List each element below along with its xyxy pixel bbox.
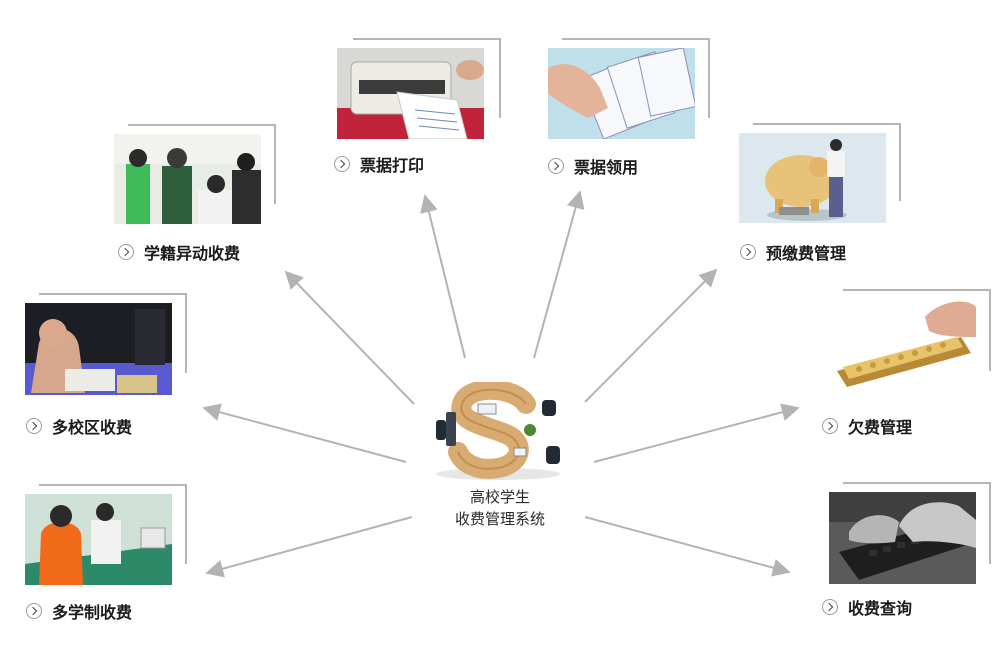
classroom-photo [25,303,172,395]
node-text-prepay: 预缴费管理 [766,244,847,263]
node-label-arrears[interactable]: 欠费管理 [822,414,912,438]
arrow-prepay [584,268,718,403]
arrow-query [584,516,791,577]
chevron-right-icon [26,603,42,619]
chevron-right-icon [334,156,350,172]
printer-photo [337,48,484,139]
arrow-print [420,194,466,359]
arrow-system [205,516,413,578]
center-logo [418,379,578,482]
piggybank-photo [739,133,886,223]
chevron-right-icon [118,244,134,260]
node-label-prepay[interactable]: 预缴费管理 [740,240,846,264]
chevron-right-icon [740,244,756,260]
students-photo [114,134,261,224]
node-text-receive: 票据领用 [574,158,639,177]
abacus-photo [829,297,976,389]
node-text-print: 票据打印 [360,156,425,175]
receipts-photo [548,48,695,139]
arrow-campus [202,403,407,463]
center-title-line2: 收费管理系统 [454,510,545,528]
node-text-query: 收费查询 [848,599,913,618]
node-label-print[interactable]: 票据打印 [334,152,424,176]
node-text-enrollment: 学籍异动收费 [144,244,241,263]
arrow-receive [533,190,585,359]
node-text-campus: 多校区收费 [52,418,133,437]
keyboard-photo [829,492,976,584]
node-text-system: 多学制收费 [52,603,133,622]
desk-photo [25,494,172,585]
node-label-enrollment[interactable]: 学籍异动收费 [118,240,240,264]
chevron-right-icon [822,418,838,434]
chevron-right-icon [822,599,838,615]
center-title-line1: 高校学生 [469,488,530,506]
node-label-system[interactable]: 多学制收费 [26,599,132,623]
chevron-right-icon [548,158,564,174]
node-label-query[interactable]: 收费查询 [822,595,912,619]
arrow-arrears [593,403,800,463]
node-label-campus[interactable]: 多校区收费 [26,414,132,438]
chevron-right-icon [26,418,42,434]
center-title: 高校学生 收费管理系统 [430,486,570,530]
dollar-desk-icon [436,379,560,480]
node-text-arrears: 欠费管理 [848,418,913,437]
node-label-receive[interactable]: 票据领用 [548,154,638,178]
arrow-enrollment [284,270,415,405]
